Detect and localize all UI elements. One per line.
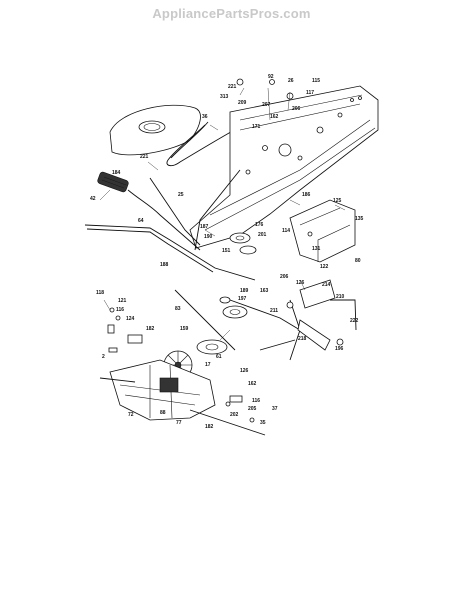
callout-117: 117 <box>306 90 314 96</box>
axle-bracket <box>289 199 356 263</box>
callout-184: 184 <box>112 170 121 176</box>
callout-37: 37 <box>272 406 278 412</box>
callout-131: 131 <box>312 246 321 252</box>
callout-151: 151 <box>222 248 231 254</box>
callout-197: 197 <box>238 296 247 302</box>
callout-211: 211 <box>270 308 278 314</box>
callout-25: 25 <box>178 192 184 198</box>
callout-189: 189 <box>240 288 249 294</box>
callout-202: 202 <box>230 412 239 418</box>
callout-210: 210 <box>336 294 345 300</box>
callout-92: 92 <box>268 74 274 80</box>
callout-115: 115 <box>312 78 320 84</box>
callout-182: 182 <box>146 326 155 332</box>
lower-linkage <box>174 279 357 361</box>
callout-222: 222 <box>350 318 359 324</box>
callout-72: 72 <box>128 412 134 418</box>
callout-190: 190 <box>204 234 213 240</box>
callout-221: 221 <box>228 84 237 90</box>
drive-belt <box>166 121 239 167</box>
idler-pulleys-upper <box>229 232 257 255</box>
shift-rods <box>84 169 256 281</box>
callout-114: 114 <box>282 228 290 234</box>
callout-125: 125 <box>333 198 342 204</box>
callout-77: 77 <box>176 420 182 426</box>
watermark-text: AppliancePartsPros.com <box>152 6 311 21</box>
callout-176: 176 <box>255 222 264 228</box>
callout-162: 162 <box>270 114 279 120</box>
callout-313: 313 <box>220 94 229 100</box>
callout-126: 126 <box>296 280 305 286</box>
callout-218: 218 <box>298 336 307 342</box>
callout-163: 163 <box>260 288 269 294</box>
callout-126b: 126 <box>240 368 249 374</box>
callout-42: 42 <box>90 196 96 202</box>
callout-186: 186 <box>302 192 311 198</box>
callout-162b: 162 <box>248 381 257 387</box>
callout-135: 135 <box>355 216 364 222</box>
clutch-pulleys <box>196 296 248 355</box>
callout-207: 207 <box>262 102 271 108</box>
callout-209: 209 <box>238 100 247 106</box>
callout-116b: 116 <box>252 398 260 404</box>
callout-201: 201 <box>258 232 267 238</box>
callout-214: 214 <box>322 282 331 288</box>
callout-35: 35 <box>260 420 266 426</box>
callout-26: 26 <box>288 78 294 84</box>
callout-61: 61 <box>216 354 222 360</box>
leader-lines <box>99 87 346 341</box>
callout-36: 36 <box>202 114 208 120</box>
body-panel <box>109 104 201 156</box>
callout-122: 122 <box>320 264 329 270</box>
callout-64: 64 <box>138 218 144 224</box>
callout-88: 88 <box>160 410 166 416</box>
callout-205: 205 <box>248 406 257 412</box>
main-frame <box>189 85 379 249</box>
callout-159: 159 <box>180 326 189 332</box>
callout-124: 124 <box>126 316 135 322</box>
pedal-grip <box>97 171 129 193</box>
transaxle <box>99 359 266 436</box>
callout-187: 187 <box>200 224 209 230</box>
callout-121: 121 <box>118 298 127 304</box>
callout-182b: 182 <box>205 424 214 430</box>
callout-171: 171 <box>252 124 261 130</box>
callout-206b: 206 <box>280 274 289 280</box>
callout-labels: 221 313 92 26 115 117 209 207 206 162 17… <box>90 74 364 430</box>
callout-221b: 221 <box>140 154 149 160</box>
callout-196: 196 <box>335 346 344 352</box>
callout-206: 206 <box>292 106 301 112</box>
callout-80: 80 <box>355 258 361 264</box>
callout-17: 17 <box>205 362 211 368</box>
callout-116: 116 <box>116 307 124 313</box>
callout-83: 83 <box>175 306 181 312</box>
callout-118: 118 <box>96 290 104 296</box>
callout-2: 2 <box>102 354 105 360</box>
callout-188: 188 <box>160 262 169 268</box>
